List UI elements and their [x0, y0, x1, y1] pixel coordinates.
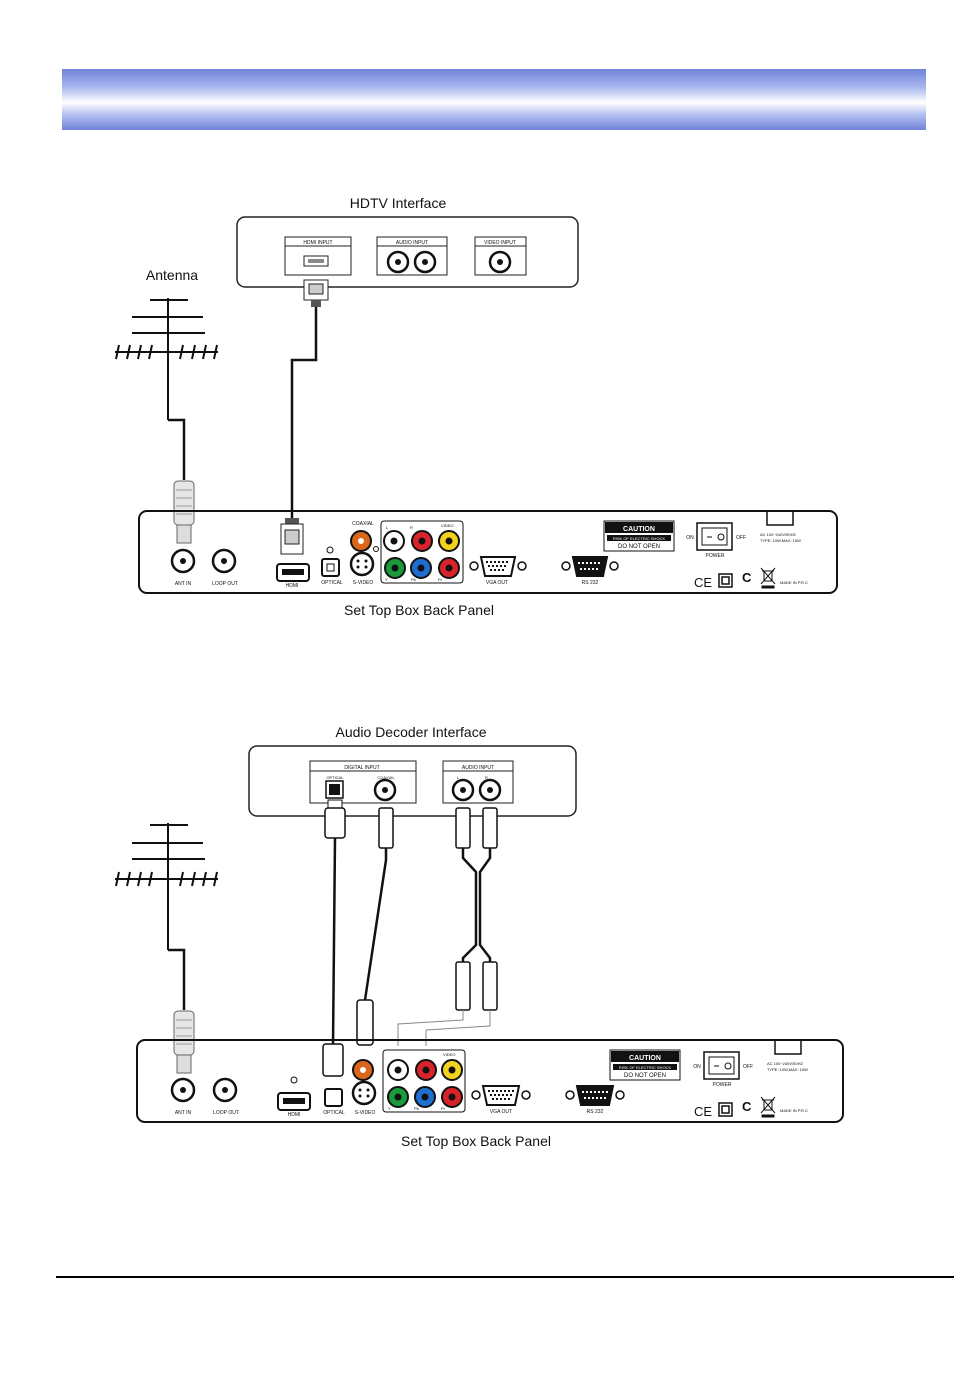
double-insulation-icon [718, 573, 733, 588]
optical-plug-bottom [322, 1043, 344, 1077]
optical-cable [331, 837, 337, 1046]
svg-text:OFF: OFF [736, 535, 746, 541]
svg-text:OFF: OFF [743, 1064, 753, 1070]
header-band [62, 69, 926, 130]
svg-text:CAUTION: CAUTION [623, 526, 655, 533]
svg-text:HDMI: HDMI [288, 1112, 301, 1118]
svg-text:CAUTION: CAUTION [629, 1055, 661, 1062]
svg-text:DIGITAL INPUT: DIGITAL INPUT [344, 765, 379, 771]
hdtv-interface-title: HDTV Interface [350, 195, 447, 211]
rca-l-plug-bottom [455, 961, 471, 1011]
svg-text:VGA OUT: VGA OUT [490, 1109, 512, 1115]
svg-text:ANT IN: ANT IN [175, 1110, 192, 1116]
antenna-icon [115, 298, 218, 480]
s-video-port [349, 551, 375, 577]
svg-text:RS 232: RS 232 [587, 1109, 604, 1115]
tv-video-input-label: VIDEO INPUT [484, 240, 516, 246]
svg-text:VIDEO: VIDEO [443, 1052, 455, 1057]
svg-text:DO NOT OPEN: DO NOT OPEN [624, 1073, 666, 1079]
svg-text:ON: ON [686, 535, 694, 541]
svg-text:LOOP OUT: LOOP OUT [213, 1110, 239, 1116]
svg-text:TYPE: 10W,MAX: 15W: TYPE: 10W,MAX: 15W [760, 538, 801, 543]
svg-text:Y: Y [388, 1106, 391, 1111]
svg-text:DO NOT OPEN: DO NOT OPEN [618, 544, 660, 550]
svg-text:VGA OUT: VGA OUT [486, 580, 508, 586]
svg-text:RS 232: RS 232 [582, 580, 599, 586]
audio-decoder-diagram: Audio Decoder Interface DIGITAL INPUT OP… [115, 724, 844, 1149]
antenna-connector-2 [173, 1010, 195, 1074]
svg-text:VIDEO: VIDEO [441, 523, 453, 528]
recycle-bin-icon [760, 567, 776, 589]
svg-text:AC 100~240V/50HZ: AC 100~240V/50HZ [760, 532, 796, 537]
coaxial-plug-top [378, 807, 394, 849]
svg-text:MADE IN P.R.C: MADE IN P.R.C [780, 580, 808, 585]
svg-text:Pr: Pr [438, 577, 443, 582]
audio-decoder-title: Audio Decoder Interface [336, 724, 487, 740]
svg-text:L: L [386, 525, 389, 530]
svg-text:OPTICAL: OPTICAL [321, 580, 343, 586]
back-panel-2: ANT IN LOOP OUT HDMI OPTICAL S-VIDEO VID… [136, 1039, 844, 1123]
svg-text:L: L [457, 775, 460, 780]
svg-text:CE: CE [694, 1104, 712, 1119]
hdmi-cable [290, 307, 318, 520]
svg-text:POWER: POWER [706, 553, 725, 559]
svg-text:AC 100~240V/50HZ: AC 100~240V/50HZ [767, 1061, 803, 1066]
back-panel-1: ANT IN LOOP OUT HDMI OPTICAL S-VIDEO COA… [138, 510, 838, 594]
svg-text:RISK OF ELECTRIC SHOCK: RISK OF ELECTRIC SHOCK [613, 536, 666, 541]
svg-text:POWER: POWER [713, 1082, 732, 1088]
svg-text:MADE IN P.R.C: MADE IN P.R.C [780, 1108, 808, 1113]
coaxial-plug-bottom [356, 999, 374, 1046]
svg-text:C: C [742, 570, 752, 585]
svg-text:R: R [410, 525, 413, 530]
svg-text:Pr: Pr [441, 1106, 446, 1111]
svg-text:Pb: Pb [414, 1106, 420, 1111]
rca-r-plug-bottom [482, 961, 498, 1011]
svg-text:TYPE: 10W,MAX: 15W: TYPE: 10W,MAX: 15W [767, 1067, 808, 1072]
svg-text:OPTICAL: OPTICAL [326, 775, 344, 780]
svg-text:HDMI: HDMI [286, 583, 299, 589]
svg-text:S-VIDEO: S-VIDEO [355, 1110, 376, 1116]
hdtv-diagram: HDTV Interface HDMI INPUT AUDIO INPUT VI… [115, 195, 838, 618]
antenna-label: Antenna [146, 267, 198, 283]
antenna-connector-1 [173, 480, 195, 544]
svg-text:ANT IN: ANT IN [175, 581, 192, 587]
tv-audio-input-label: AUDIO INPUT [396, 240, 428, 246]
vga-out-port [469, 556, 527, 577]
panel-label-2: Set Top Box Back Panel [401, 1133, 551, 1149]
svg-text:LOOP OUT: LOOP OUT [212, 581, 238, 587]
caution-label: CAUTION RISK OF ELECTRIC SHOCK DO NOT OP… [603, 520, 675, 552]
svg-text:COAXIAL: COAXIAL [377, 775, 395, 780]
svg-text:OPTICAL: OPTICAL [323, 1110, 345, 1116]
svg-text:AUDIO INPUT: AUDIO INPUT [462, 765, 494, 771]
coaxial-cable [363, 848, 388, 1001]
svg-text:Y: Y [385, 577, 388, 582]
optical-plug-top [324, 807, 346, 839]
svg-text:R: R [485, 775, 488, 780]
panel-label-1: Set Top Box Back Panel [344, 602, 494, 618]
ce-mark: CE [694, 575, 712, 590]
svg-text:C: C [742, 1099, 752, 1114]
rs232-port [561, 556, 619, 577]
tv-hdmi-input-label: HDMI INPUT [303, 240, 332, 246]
svg-text:Pb: Pb [411, 577, 417, 582]
svg-text:COAXIAL: COAXIAL [352, 521, 374, 527]
rca-r-plug-top [482, 807, 498, 849]
rca-l-plug-top [455, 807, 471, 849]
tv-hdmi-input-frame [284, 236, 352, 276]
footer-rule [56, 1276, 954, 1278]
rca-stereo-cable [461, 848, 492, 962]
svg-text:S-VIDEO: S-VIDEO [353, 580, 374, 586]
svg-text:ON: ON [693, 1064, 701, 1070]
antenna-icon-2 [115, 823, 218, 1010]
svg-text:RISK OF ELECTRIC SHOCK: RISK OF ELECTRIC SHOCK [619, 1065, 672, 1070]
